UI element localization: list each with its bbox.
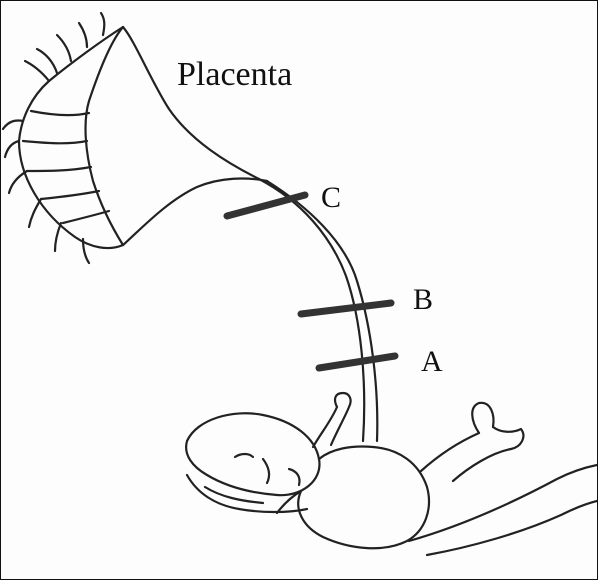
baby-figure (186, 393, 597, 555)
marker-label-a: A (421, 345, 443, 378)
placenta (3, 13, 267, 263)
clamp-b (301, 303, 391, 314)
marker-label-b: B (413, 283, 433, 316)
placenta-label: Placenta (177, 56, 292, 93)
marker-label-c: C (321, 181, 341, 214)
clamp-c (227, 195, 305, 216)
clamp-a (319, 356, 395, 368)
